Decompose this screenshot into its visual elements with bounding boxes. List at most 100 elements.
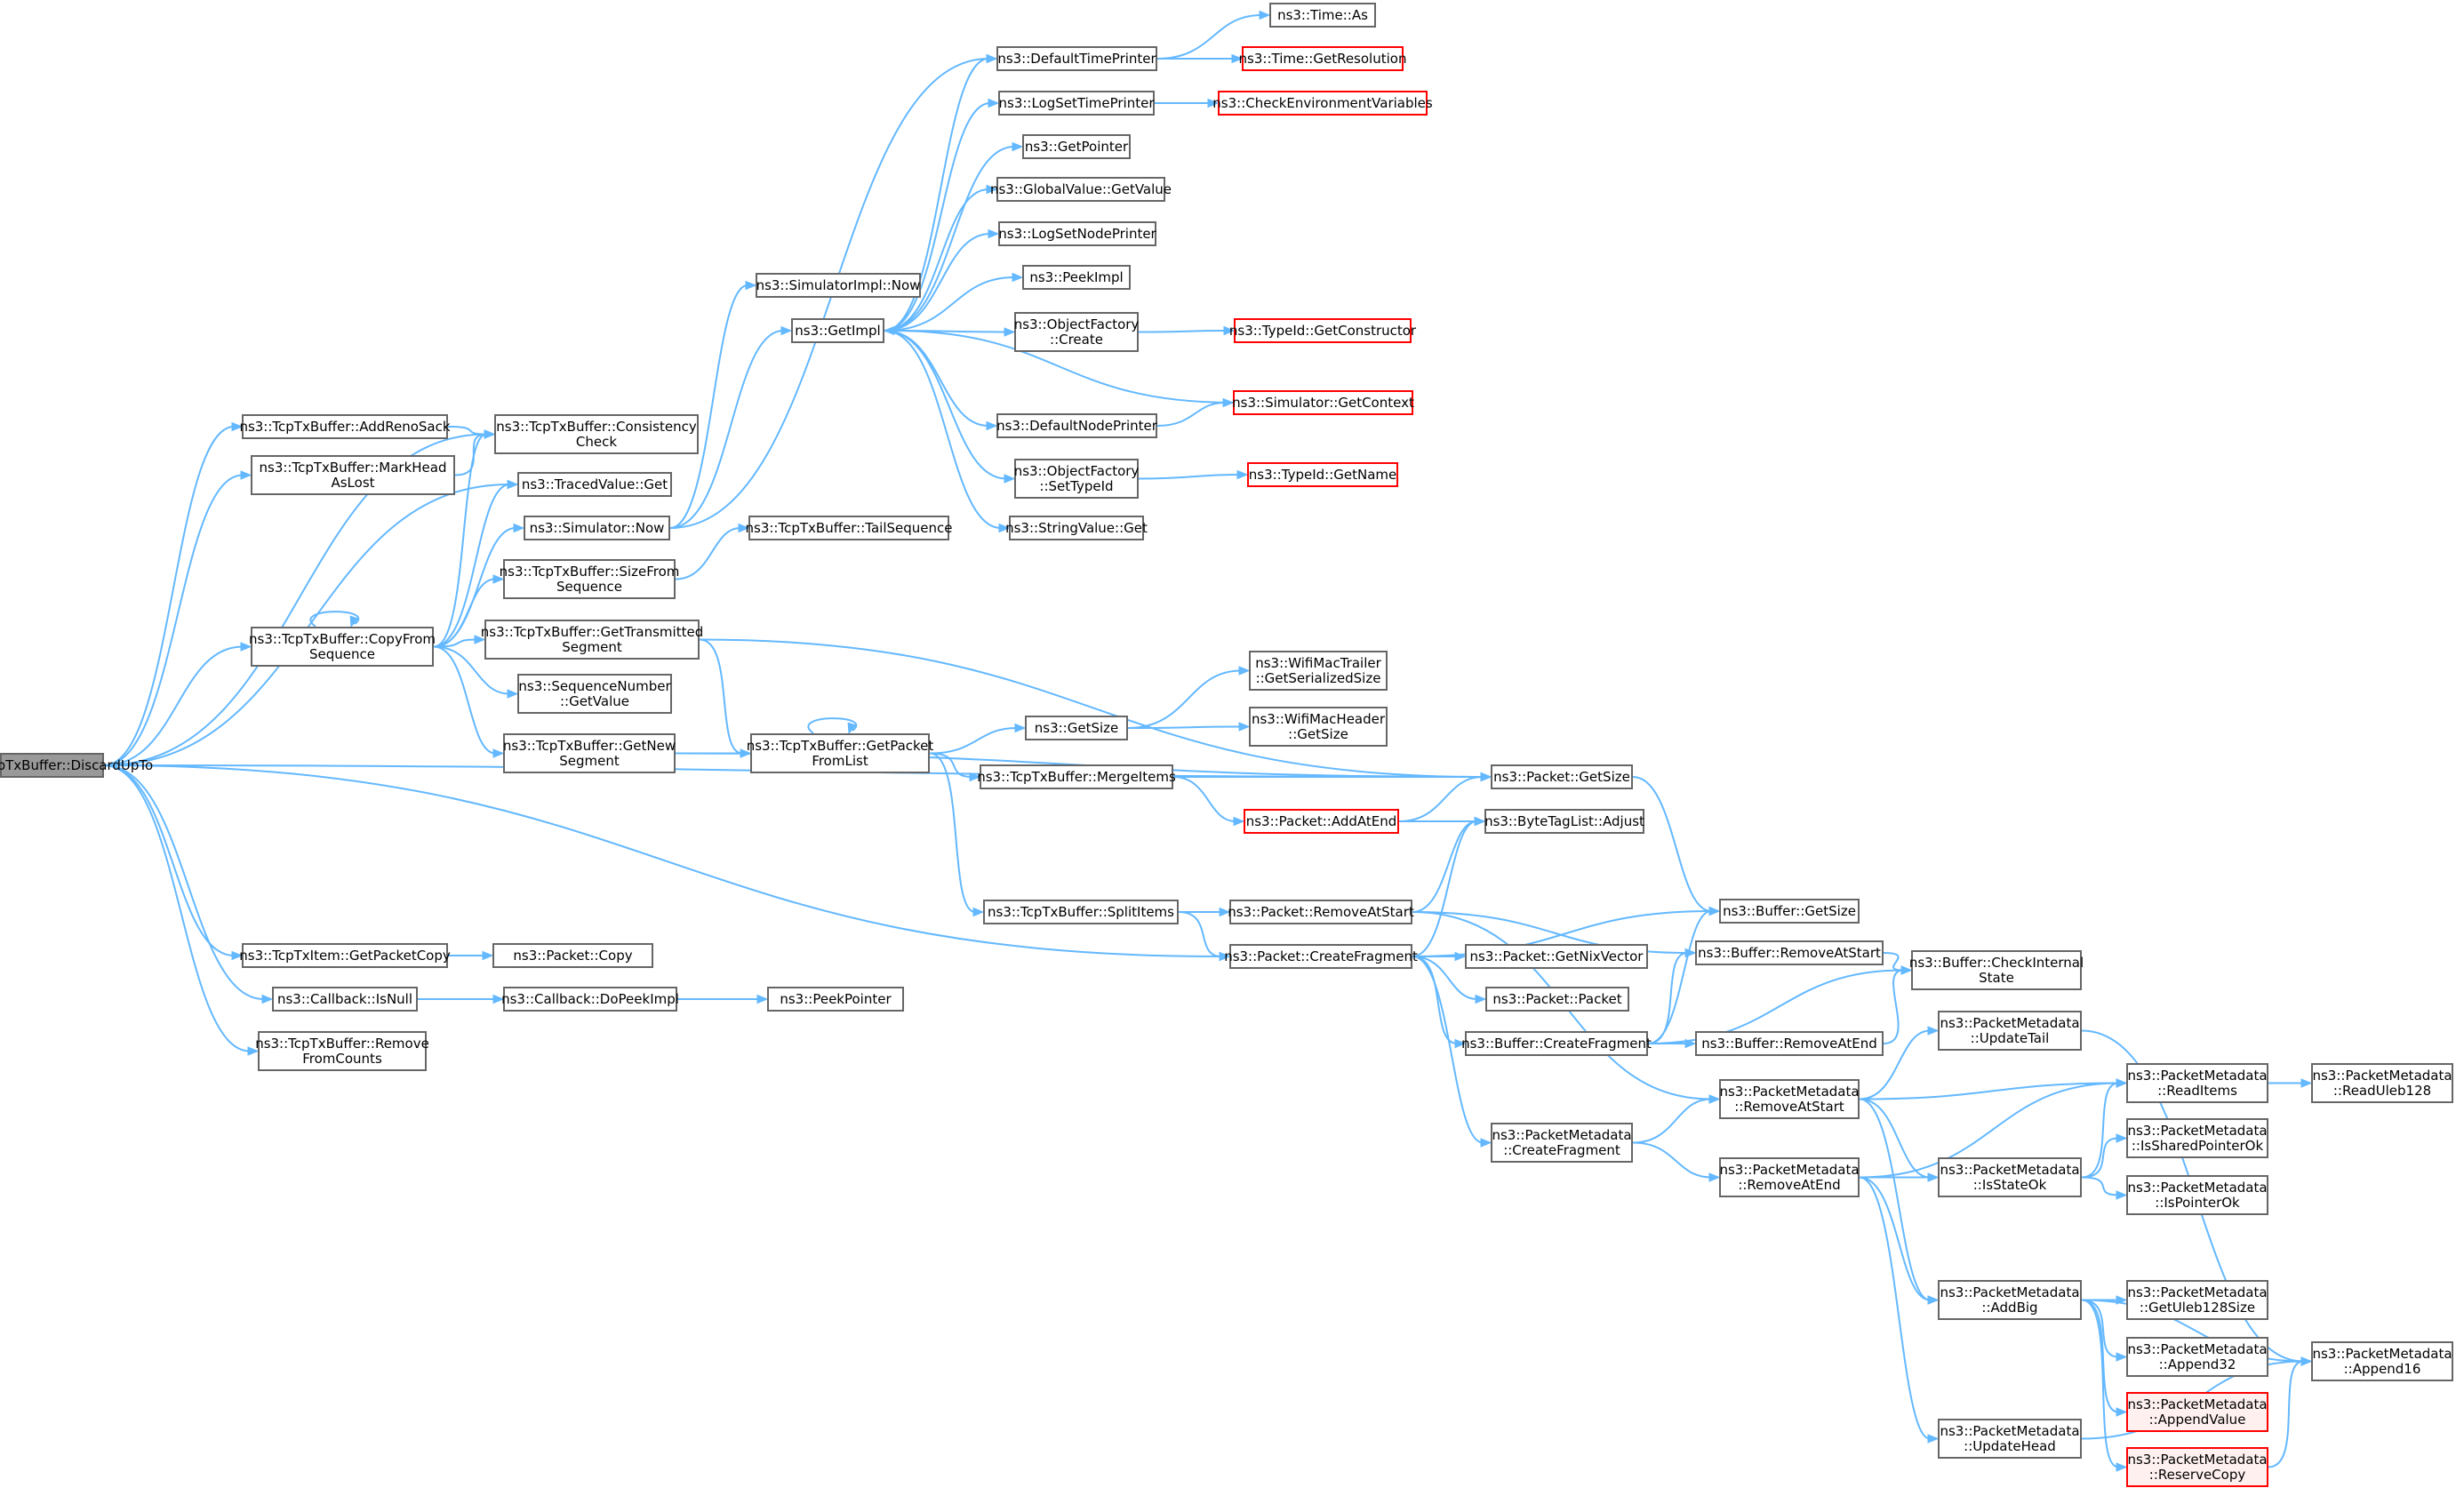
- node-getimpl[interactable]: ns3::GetImpl: [791, 318, 884, 343]
- arrowhead-pmremend-to-updatehead: [1927, 1434, 1940, 1444]
- node-wifiheader[interactable]: ns3::WifiMacHeader ::GetSize: [1249, 707, 1388, 747]
- edge-getpacket-to-getsize: [929, 727, 1018, 755]
- arrowhead-deftime-to-timeres: [1231, 53, 1244, 64]
- node-getnew[interactable]: ns3::TcpTxBuffer::GetNew Segment: [503, 733, 676, 773]
- arrowhead-discard-to-addreno: [231, 421, 244, 432]
- arrowhead-sizefrom-to-tailseq: [738, 523, 750, 533]
- arrowhead-getsize-to-wifiheader: [1238, 722, 1251, 732]
- node-pktcopy[interactable]: ns3::Packet::Copy: [492, 943, 653, 968]
- edge-addbig-to-append32: [2081, 1299, 2119, 1358]
- node-sizefrom[interactable]: ns3::TcpTxBuffer::SizeFrom Sequence: [500, 559, 679, 599]
- node-addbig[interactable]: ns3::PacketMetadata ::AddBig: [1938, 1280, 2082, 1320]
- node-traced[interactable]: ns3::TracedValue::Get: [517, 472, 672, 497]
- node-logsettime[interactable]: ns3::LogSetTimePrinter: [998, 91, 1155, 116]
- node-getctor[interactable]: ns3::TypeId::GetConstructor: [1229, 318, 1416, 343]
- node-removefrom[interactable]: ns3::TcpTxBuffer::Remove FromCounts: [255, 1031, 429, 1071]
- arrowhead-addbig-to-reservecopy: [2116, 1462, 2128, 1472]
- node-timeas[interactable]: ns3::Time::As: [1269, 3, 1376, 28]
- node-packet[interactable]: ns3::Packet::Packet: [1485, 987, 1629, 1012]
- arrowhead-copyfrom-to-sizefrom: [492, 574, 505, 584]
- node-mergeitems[interactable]: ns3::TcpTxBuffer::MergeItems: [977, 764, 1176, 789]
- node-checkenv[interactable]: ns3::CheckEnvironmentVariables: [1212, 91, 1433, 116]
- node-reservecopy[interactable]: ns3::PacketMetadata ::ReserveCopy: [2126, 1447, 2268, 1487]
- arrowhead-createfrag-to-bufcreatefrag: [1454, 1038, 1467, 1049]
- node-bufremstart[interactable]: ns3::Buffer::RemoveAtStart: [1695, 940, 1884, 965]
- node-markhead[interactable]: ns3::TcpTxBuffer::MarkHead AsLost: [251, 455, 455, 495]
- node-gettrans[interactable]: ns3::TcpTxBuffer::GetTransmitted Segment: [481, 620, 703, 660]
- arrowhead-getimpl-to-logsettime: [988, 98, 1000, 108]
- node-issharedptr[interactable]: ns3::PacketMetadata ::IsSharedPointerOk: [2126, 1118, 2268, 1158]
- node-getuleb[interactable]: ns3::PacketMetadata ::GetUleb128Size: [2126, 1280, 2268, 1320]
- node-pmremend[interactable]: ns3::PacketMetadata ::RemoveAtEnd: [1719, 1157, 1860, 1197]
- node-readuleb[interactable]: ns3::PacketMetadata ::ReadUleb128: [2311, 1063, 2453, 1103]
- node-appendvalue[interactable]: ns3::PacketMetadata ::AppendValue: [2126, 1392, 2268, 1432]
- node-seqnum[interactable]: ns3::SequenceNumber ::GetValue: [517, 674, 672, 714]
- node-isstate[interactable]: ns3::PacketMetadata ::IsStateOk: [1938, 1157, 2082, 1197]
- edge-sizefrom-to-tailseq: [675, 527, 741, 580]
- node-updatehead[interactable]: ns3::PacketMetadata ::UpdateHead: [1938, 1419, 2082, 1459]
- edge-simnow-to-getimpl: [669, 330, 784, 529]
- edge-discard-to-createfrag: [103, 764, 1222, 957]
- node-objcreate[interactable]: ns3::ObjectFactory ::Create: [1014, 312, 1139, 352]
- node-splititems[interactable]: ns3::TcpTxBuffer::SplitItems: [983, 900, 1179, 924]
- edge-copyfrom-to-seqnum: [433, 645, 510, 695]
- node-cbisnull[interactable]: ns3::Callback::IsNull: [272, 987, 418, 1012]
- node-bufremend[interactable]: ns3::Buffer::RemoveAtEnd: [1695, 1031, 1884, 1056]
- node-discard[interactable]: ns3::TcpTxBuffer::DiscardUpTo: [0, 753, 153, 778]
- node-logsetnode[interactable]: ns3::LogSetNodePrinter: [998, 221, 1156, 246]
- node-getname[interactable]: ns3::TypeId::GetName: [1247, 462, 1398, 487]
- node-stringget[interactable]: ns3::StringValue::Get: [1005, 516, 1148, 540]
- arrowhead-createfrag-to-getnix: [1454, 951, 1467, 962]
- node-pktgetsize[interactable]: ns3::Packet::GetSize: [1491, 764, 1633, 789]
- node-append16[interactable]: ns3::PacketMetadata ::Append16: [2311, 1341, 2453, 1381]
- node-updatetail[interactable]: ns3::PacketMetadata ::UpdateTail: [1938, 1011, 2082, 1051]
- arrowhead-getimpl-to-getpointer: [1012, 141, 1024, 152]
- node-checkinternal[interactable]: ns3::Buffer::CheckInternal State: [1909, 950, 2084, 990]
- edge-gettrans-to-pktgetsize: [699, 638, 1484, 778]
- edge-isstate-to-isptr: [2081, 1176, 2119, 1196]
- edge-isstate-to-readitems: [2081, 1082, 2119, 1179]
- node-peekimpl[interactable]: ns3::PeekImpl: [1022, 265, 1131, 290]
- arrowhead-pmremstart-to-updatetail: [1927, 1026, 1940, 1036]
- node-getcontext[interactable]: ns3::Simulator::GetContext: [1232, 390, 1414, 415]
- node-wifitrailer[interactable]: ns3::WifiMacTrailer ::GetSerializedSize: [1249, 651, 1388, 691]
- node-tailseq[interactable]: ns3::TcpTxBuffer::TailSequence: [746, 516, 952, 540]
- node-addatend[interactable]: ns3::Packet::AddAtEnd: [1244, 809, 1399, 834]
- node-pmcreatefrag[interactable]: ns3::PacketMetadata ::CreateFragment: [1491, 1123, 1633, 1163]
- node-createfrag[interactable]: ns3::Packet::CreateFragment: [1224, 944, 1418, 969]
- node-timeres[interactable]: ns3::Time::GetResolution: [1239, 46, 1406, 71]
- node-getnix[interactable]: ns3::Packet::GetNixVector: [1465, 944, 1648, 969]
- node-bufgetsize[interactable]: ns3::Buffer::GetSize: [1719, 899, 1860, 924]
- arrowhead-copyfrom-to-getnew: [492, 748, 505, 758]
- node-append32[interactable]: ns3::PacketMetadata ::Append32: [2126, 1337, 2268, 1377]
- node-simimplnow[interactable]: ns3::SimulatorImpl::Now: [756, 273, 921, 298]
- node-getpacket[interactable]: ns3::TcpTxBuffer::GetPacket FromList: [747, 733, 933, 773]
- node-getpointer[interactable]: ns3::GetPointer: [1022, 134, 1131, 159]
- node-readitems[interactable]: ns3::PacketMetadata ::ReadItems: [2126, 1063, 2268, 1103]
- node-isptr[interactable]: ns3::PacketMetadata ::IsPointerOk: [2126, 1175, 2268, 1215]
- edge-removeatstart-to-bytetag: [1412, 820, 1477, 913]
- node-cbdopeek[interactable]: ns3::Callback::DoPeekImpl: [501, 987, 679, 1012]
- node-simnow[interactable]: ns3::Simulator::Now: [524, 516, 670, 540]
- node-consistency[interactable]: ns3::TcpTxBuffer::Consistency Check: [494, 414, 699, 454]
- node-bytetag[interactable]: ns3::ByteTagList::Adjust: [1484, 809, 1644, 834]
- arrowhead-simnow-to-simimplnow: [745, 280, 757, 291]
- node-bufcreatefrag[interactable]: ns3::Buffer::CreateFragment: [1461, 1031, 1652, 1056]
- node-defnode[interactable]: ns3::DefaultNodePrinter: [996, 413, 1157, 438]
- node-getsize[interactable]: ns3::GetSize: [1025, 716, 1128, 740]
- node-txitemcopy[interactable]: ns3::TcpTxItem::GetPacketCopy: [239, 943, 451, 968]
- node-deftime[interactable]: ns3::DefaultTimePrinter: [996, 46, 1157, 71]
- node-copyfrom[interactable]: ns3::TcpTxBuffer::CopyFrom Sequence: [249, 627, 436, 667]
- node-addreno[interactable]: ns3::TcpTxBuffer::AddRenoSack: [239, 414, 451, 439]
- node-settypeid[interactable]: ns3::ObjectFactory ::SetTypeId: [1014, 459, 1139, 499]
- arrowhead-discard-to-cbisnull: [261, 994, 274, 1004]
- arrowhead-addatend-to-pktgetsize: [1480, 772, 1492, 782]
- arrowhead-readitems-to-readuleb: [2300, 1078, 2313, 1088]
- node-pmremstart[interactable]: ns3::PacketMetadata ::RemoveAtStart: [1719, 1079, 1860, 1119]
- edge-pmremend-to-addbig: [1859, 1176, 1931, 1301]
- node-removeatstart[interactable]: ns3::Packet::RemoveAtStart: [1228, 900, 1414, 924]
- node-globalval[interactable]: ns3::GlobalValue::GetValue: [990, 177, 1172, 202]
- node-peekpointer[interactable]: ns3::PeekPointer: [767, 987, 904, 1012]
- arrowhead-splititems-to-createfrag: [1219, 951, 1231, 962]
